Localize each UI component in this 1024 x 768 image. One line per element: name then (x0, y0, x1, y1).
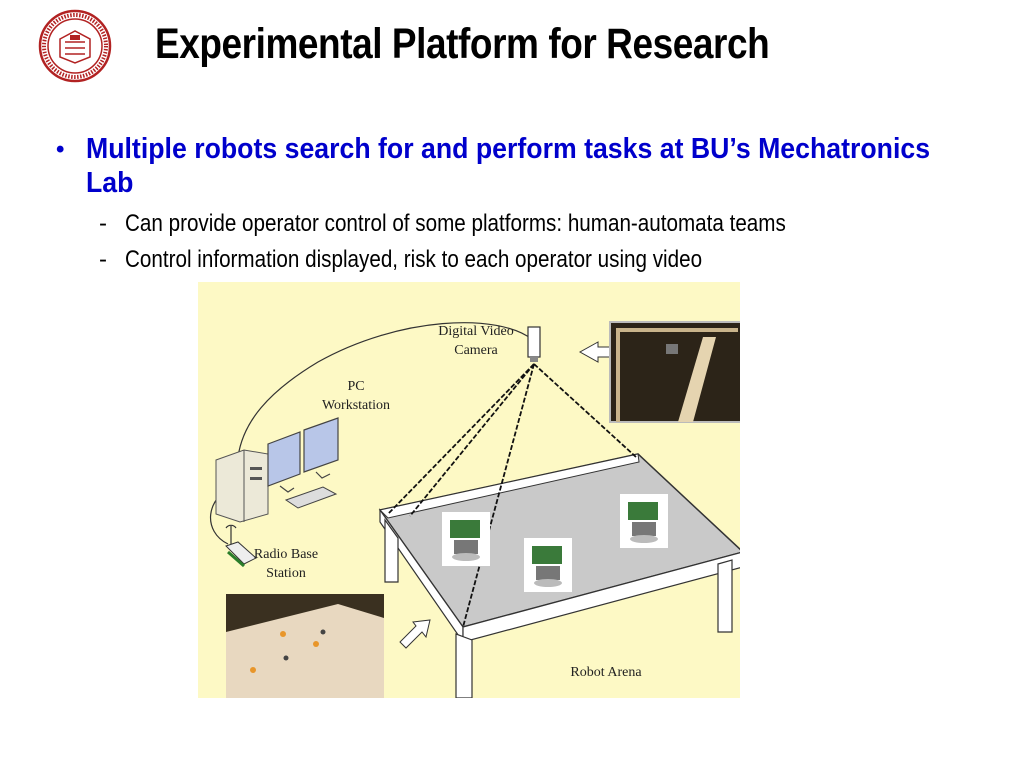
camera-cable (237, 322, 534, 458)
arrow-left-icon (578, 341, 617, 363)
slide-title: Experimental Platform for Research (155, 20, 770, 68)
experimental-setup-diagram: Digital Video Camera PC Workstation Radi… (198, 282, 740, 698)
main-bullet-text: Multiple robots search for and perform t… (86, 133, 931, 199)
arena-label: Robot Arena (570, 665, 642, 680)
bullet-dot-icon: • (56, 136, 65, 163)
radio-label-2: Station (266, 566, 306, 581)
sub-bullet-dash-icon: - (99, 210, 107, 237)
sub-bullet-2: Control information displayed, risk to e… (125, 246, 703, 273)
radio-label-1: Radio Base (254, 547, 318, 562)
pc-label-1: PC (347, 379, 364, 394)
camera-photo (609, 321, 740, 423)
arrow-up-right-icon (399, 619, 431, 649)
sub-bullet-1: Can provide operator control of some pla… (125, 210, 786, 237)
pc-label-2: Workstation (322, 398, 390, 413)
robot-icon (620, 494, 668, 548)
university-seal-logo (38, 9, 112, 83)
robot-icon (442, 512, 490, 566)
camera-label-1: Digital Video (438, 324, 514, 339)
pc-workstation-icon (215, 417, 339, 523)
arena-photo (226, 594, 384, 698)
camera-label-2: Camera (454, 343, 498, 358)
camera-view-lines (387, 363, 637, 628)
radio-base-station-icon (225, 524, 257, 568)
robot-icon (524, 538, 572, 592)
sub-bullet-dash-icon: - (99, 246, 107, 273)
video-camera-icon (527, 326, 541, 362)
